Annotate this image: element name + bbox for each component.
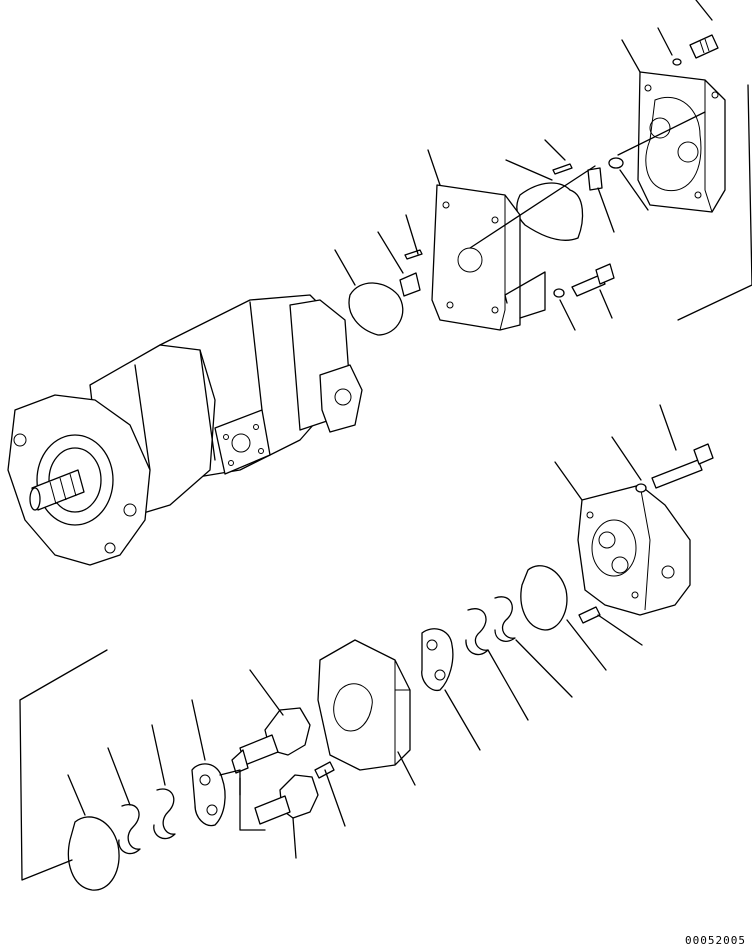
end-cover-top [637,71,726,213]
pump-assembly [7,294,363,566]
backup-ring-4 [118,804,141,855]
callout-lines [19,0,752,881]
gasket-middle [348,282,404,336]
bolt-top-right [689,34,719,59]
pin-lower-right [578,606,601,624]
drawing-code: 00052005 [685,934,746,947]
bolt-middle [571,263,615,297]
gear-housing [317,639,411,771]
washer-middle [553,288,565,298]
backup-ring-3 [153,788,176,840]
bolt-lower-right [651,443,714,489]
washer-top-right [672,58,682,66]
backup-ring-1 [494,596,516,642]
wear-plate-left [191,763,226,827]
pin-upper [552,163,573,175]
end-cover-bottom [577,484,691,616]
drive-gear-upper [231,707,311,774]
sleeve-middle [399,272,421,297]
driven-gear-lower [254,774,319,825]
adapter-plate [431,184,521,331]
pin-middle [404,249,423,260]
washer-lower-right [635,483,647,493]
backup-ring-2 [465,608,489,656]
o-ring-large-right [520,565,568,631]
wear-plate-right [421,628,454,692]
bushing-upper [587,167,603,191]
o-ring-upper [608,157,624,169]
gasket-upper [516,182,584,241]
o-ring-large-left [67,816,120,891]
